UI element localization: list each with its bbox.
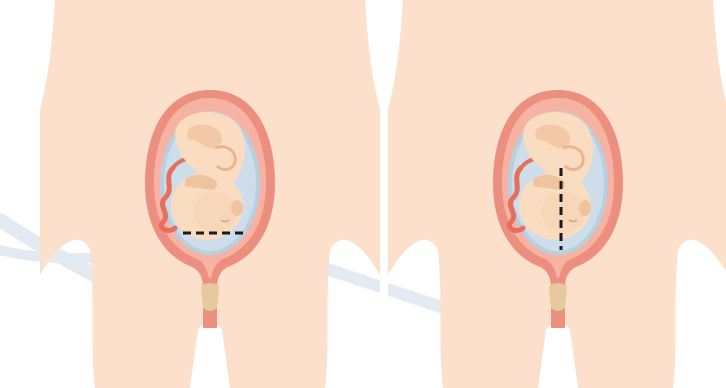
panel-right-vertical-incision	[388, 0, 726, 388]
panel-left-transverse-incision	[40, 0, 380, 388]
panel-divider	[380, 0, 388, 388]
